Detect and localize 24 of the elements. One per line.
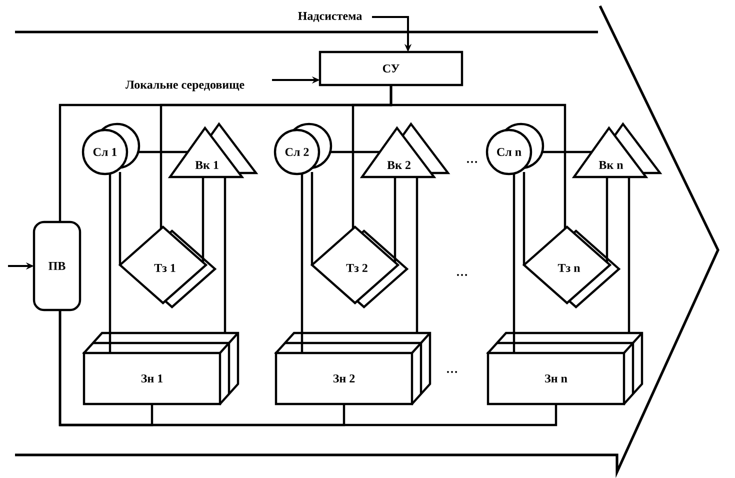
connector-line (512, 174, 516, 353)
connector-line (394, 177, 396, 262)
connector-line (118, 172, 122, 265)
connector-line (522, 172, 526, 265)
connector-line (224, 177, 226, 333)
connector-line (543, 150, 592, 154)
connector-line (139, 150, 188, 154)
ellipsis: … (447, 371, 458, 373)
connector-line (606, 177, 608, 262)
label-text: Локальне середовище (126, 80, 244, 92)
connector-line (300, 174, 304, 353)
connector-line (628, 177, 630, 333)
connector-line (331, 150, 380, 154)
rounded-box: ПВ (32, 220, 82, 312)
ellipsis: … (467, 161, 478, 163)
connector-line (416, 177, 418, 333)
connector-line (58, 310, 558, 426)
label-text: Надсистема (298, 12, 362, 22)
connector-line (310, 172, 314, 265)
connector-line (390, 84, 566, 229)
connector-line (202, 177, 204, 262)
ellipsis: … (457, 274, 468, 276)
control-box: СУ (318, 50, 464, 86)
connector-line (108, 174, 112, 353)
